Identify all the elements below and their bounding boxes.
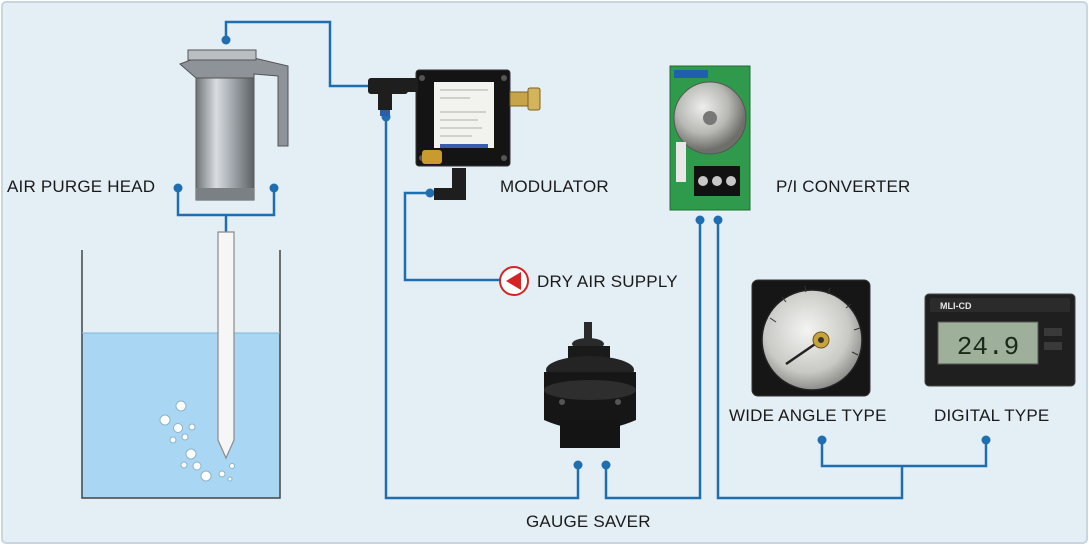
- digital-meter-model: MLI-CD: [940, 301, 972, 311]
- label-pi-converter: P/I CONVERTER: [776, 177, 911, 196]
- label-air-purge-head: AIR PURGE HEAD: [7, 177, 156, 196]
- label-digital-type: DIGITAL TYPE: [934, 406, 1050, 425]
- pipe-dry-air-supply: [403, 191, 500, 282]
- modulator: [368, 69, 541, 200]
- pipe-head-to-modulator: [224, 20, 368, 88]
- gauge-saver: [544, 322, 636, 448]
- digital-meter-reading: 24.9: [957, 332, 1019, 362]
- digital-meter: MLI-CD 24.9: [924, 293, 1076, 387]
- pi-converter: [669, 65, 751, 211]
- pipe-gauge-saver-to-pi: [604, 220, 702, 500]
- pipe-head-branch: [176, 188, 276, 232]
- dip-tube: [217, 231, 235, 460]
- pipe-network: [176, 20, 988, 500]
- label-modulator: MODULATOR: [500, 177, 609, 196]
- label-wide-angle-type: WIDE ANGLE TYPE: [729, 406, 887, 425]
- label-gauge-saver: GAUGE SAVER: [526, 512, 651, 531]
- pipe-pi-to-indicators: [716, 220, 988, 500]
- label-dry-air-supply: DRY AIR SUPPLY: [537, 272, 678, 291]
- air-bubbles: [159, 400, 235, 482]
- pipe-junction-dots: [173, 35, 991, 470]
- pipe-modulator-to-gauge-saver: [384, 117, 580, 500]
- liquid-tank: [81, 250, 281, 499]
- air-purge-head: [179, 49, 289, 201]
- dry-air-supply-arrow-icon: [499, 266, 529, 296]
- wide-angle-meter: [751, 279, 871, 397]
